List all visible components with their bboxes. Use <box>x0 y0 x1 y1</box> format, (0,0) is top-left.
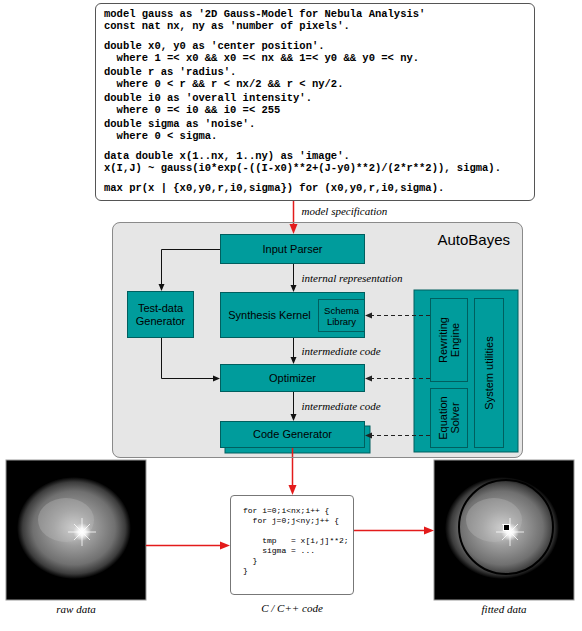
arrow-head <box>291 357 297 364</box>
code-line: sigma = ... <box>243 546 353 556</box>
center-mark-halo <box>503 524 510 531</box>
star-rays <box>68 518 96 546</box>
connector-line <box>293 338 294 358</box>
connector <box>365 433 430 439</box>
connector <box>290 201 298 235</box>
center-mark <box>504 525 509 530</box>
connector-line <box>146 545 222 547</box>
library-box: Schema Library <box>318 299 365 332</box>
vertical-label: System utilities <box>483 302 495 444</box>
code-line: for i=0;i<nx;i++ { <box>243 506 353 516</box>
connector-line <box>162 250 221 286</box>
arrow-head <box>289 485 297 495</box>
code-line: for j=0;j<ny;j++ { <box>243 516 353 526</box>
code-line: double i0 as 'overall intensity'. <box>104 93 526 105</box>
code-line: data double x(1..nx, 1..ny) as 'image'. <box>104 151 526 163</box>
code-line: double x0, y0 as 'center position'. <box>104 41 526 53</box>
image-panel: raw data <box>6 460 146 600</box>
code-line: where 1 =< x0 && x0 =< nx && 1=< y0 && y… <box>104 53 526 65</box>
vertical-label: Rewriting Engine <box>437 302 461 378</box>
connector <box>162 338 221 382</box>
arrow-head <box>159 284 165 291</box>
box-label: Input Parser <box>263 243 323 256</box>
process-box: Optimizer <box>220 364 365 392</box>
code-line: max pr(x | {x0,y0,r,i0,sigma}) for (x0,y… <box>104 183 526 195</box>
arrow-head <box>290 224 298 234</box>
connector-line <box>293 392 294 415</box>
connector-line <box>162 338 215 379</box>
system-panel: AutoBayesInput ParserTest-data Generator… <box>112 222 523 458</box>
connector <box>354 527 434 535</box>
arrow-head <box>365 376 372 382</box>
fitted-nebula-image <box>434 460 574 600</box>
arrow-head <box>291 414 297 421</box>
fit-circle <box>459 480 553 574</box>
image-frame <box>6 460 146 600</box>
image-frame <box>434 460 574 600</box>
image-panel: fitted data <box>434 460 574 600</box>
code-line: where 0 < sigma. <box>104 131 526 143</box>
code-line: double sigma as 'noise'. <box>104 119 526 131</box>
connector-label: intermediate code <box>301 400 382 413</box>
arrow-head <box>365 433 372 439</box>
raw-nebula-image <box>6 460 146 600</box>
code-line: where 0 =< i0 && i0 =< 255 <box>104 105 526 117</box>
arrow-head <box>365 313 372 319</box>
tool-box: System utilities <box>474 298 504 448</box>
image-caption: raw data <box>0 603 166 616</box>
code-line: tmp = x[i,j]**2; <box>243 536 353 546</box>
connector <box>289 448 297 495</box>
code-line: } <box>243 556 353 566</box>
box-label: Schema Library <box>319 305 364 327</box>
arrow-head <box>213 376 220 382</box>
tools-frame <box>414 290 518 452</box>
arrow-head <box>291 285 297 292</box>
tool-box: Rewriting Engine <box>430 298 468 382</box>
code-caption: C / C++ code <box>211 602 373 615</box>
connector-line <box>293 264 294 286</box>
connector-label: model specification <box>301 205 389 218</box>
arrow-head <box>424 527 434 535</box>
connector <box>291 264 297 292</box>
process-box: Input Parser <box>220 234 365 264</box>
process-box: Test-data Generator <box>127 291 194 338</box>
image-caption: fitted data <box>414 603 582 616</box>
connector-label: internal representation <box>301 272 404 285</box>
box-label: Code Generator <box>253 428 332 441</box>
code-line: where 0 < r && r < nx/2 && r < ny/2. <box>104 79 526 91</box>
box-label: Optimizer <box>269 372 316 385</box>
connector-label: intermediate code <box>301 345 382 358</box>
connector <box>365 376 430 382</box>
star-rays <box>496 518 524 546</box>
panel-title: AutoBayes <box>437 231 510 248</box>
connector-line <box>292 448 294 487</box>
code-line: x(I,J) ~ gauss(i0*exp(-((I-x0)**2+(J-y0)… <box>104 163 526 175</box>
box-label: Test-data Generator <box>128 302 193 328</box>
connector-line <box>371 435 430 436</box>
code-line: const nat nx, ny as 'number of pixels'. <box>104 21 526 33</box>
process-box: Synthesis Kernel Schema Library <box>220 292 365 338</box>
tool-box: Equation Solver <box>430 388 468 448</box>
nebula <box>17 477 131 579</box>
code-line: } <box>243 566 353 576</box>
code-line: double r as 'radius'. <box>104 67 526 79</box>
connector <box>146 542 230 550</box>
code-line: model gauss as '2D Gauss-Model for Nebul… <box>104 9 526 21</box>
connector <box>291 338 297 364</box>
vertical-label: Equation Solver <box>437 392 461 444</box>
connector <box>159 250 221 292</box>
code-listing: for i=0;i<nx;i++ {for j=0;j<ny;j++ { tmp … <box>230 495 354 595</box>
connector <box>365 313 430 319</box>
connector-line <box>371 378 430 379</box>
panel-fill <box>112 222 523 458</box>
box-label: Synthesis Kernel <box>228 309 311 322</box>
model-spec-box: model gauss as '2D Gauss-Model for Nebul… <box>95 3 535 201</box>
connector-line <box>354 530 426 532</box>
arrow-head <box>220 542 230 550</box>
connector-line <box>371 315 430 316</box>
nebula <box>445 477 559 579</box>
connector <box>291 392 297 421</box>
process-box: Code Generator <box>220 421 365 448</box>
